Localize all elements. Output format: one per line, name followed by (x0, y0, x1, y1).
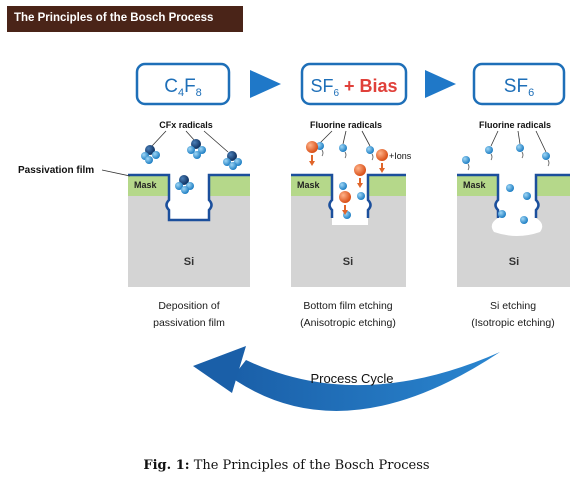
gas-sf6-b-sub: 6 (528, 87, 534, 99)
stage-deposition: CFx radicals Mask Si Pas (18, 120, 250, 287)
svg-text:C4F8: C4F8 (164, 76, 202, 99)
fluorine-radical (339, 182, 347, 190)
cfx-molecule (223, 151, 242, 170)
fluorine-radical (542, 152, 550, 167)
si-label-3: Si (509, 256, 519, 268)
step-arrow-1 (250, 70, 281, 98)
gas-sf6-a: SF (310, 76, 333, 96)
svg-text:SF6: SF6 (504, 76, 534, 99)
si-label-1: Si (184, 256, 194, 268)
stage-bottom-etching: Fluorine radicals Mask Si +Ions (291, 120, 412, 287)
gas-c4f8-sub4: 4 (178, 87, 184, 99)
ion (306, 141, 318, 166)
fluorine-radical (357, 192, 365, 200)
gas-c4f8-sub8: 8 (196, 87, 202, 99)
ion (354, 164, 366, 188)
caption-prefix: Fig. 1: (143, 458, 190, 473)
stage-1-line-1: Deposition of (158, 300, 220, 312)
header-bar (7, 6, 243, 32)
stage-3-line-1: Si etching (489, 300, 537, 312)
stage-2-line-1: Bottom film etching (303, 300, 393, 312)
mask-label-2: Mask (297, 180, 321, 190)
caption-text: The Principles of the Bosch Process (193, 458, 430, 473)
ion (339, 191, 351, 215)
figure-caption: Fig. 1: The Principles of the Bosch Proc… (0, 458, 573, 473)
gas-box-sf6: SF6 (472, 62, 566, 106)
stage-3-line-2: (Isotropic etching) (471, 317, 555, 329)
stage-description-2: Bottom film etching (Anisotropic etching… (283, 298, 413, 332)
bias-label: + Bias (339, 76, 398, 96)
fluorine-radical (520, 216, 528, 224)
cfx-radicals-label: CFx radicals (159, 120, 213, 130)
mask-label-1: Mask (134, 180, 158, 190)
fluorine-radical (316, 142, 324, 157)
cfx-molecule (141, 145, 160, 164)
stage-1-line-2: passivation film (153, 317, 225, 329)
process-cycle-label: Process Cycle (310, 371, 393, 386)
cfx-molecule (187, 139, 206, 159)
mask-label-3: Mask (463, 180, 487, 190)
fluorine-radical (462, 156, 470, 171)
gas-c4f8-f: F (184, 76, 196, 97)
ion (376, 149, 388, 173)
stage-2-line-2: (Anisotropic etching) (300, 317, 396, 329)
gas-box-sf6-bias: SF6 + Bias (300, 62, 408, 106)
fluorine-radical (523, 192, 531, 200)
stage-description-3: Si etching (Isotropic etching) (453, 298, 573, 332)
svg-text:SF6 + Bias: SF6 + Bias (310, 76, 397, 99)
step-arrow-2 (425, 70, 456, 98)
fluorine-radical (339, 144, 347, 159)
fluorine-radicals-label-1: Fluorine radicals (310, 120, 382, 130)
gas-box-c4f8: C4F8 (135, 62, 231, 106)
stage-description-1: Deposition of passivation film (128, 298, 250, 332)
si-label-2: Si (343, 256, 353, 268)
fluorine-radical (498, 210, 506, 218)
fluorine-radical (485, 146, 493, 161)
gas-sf6-b: SF (504, 76, 528, 97)
fluorine-radical (506, 184, 514, 192)
process-cycle-arrow (193, 346, 500, 411)
fluorine-radicals-label-2: Fluorine radicals (479, 120, 551, 130)
cfx-molecule (175, 175, 194, 194)
fluorine-radical (366, 146, 374, 161)
stage-si-etching: Fluorine radicals Mask Si (457, 120, 570, 287)
gas-c4f8-c: C (164, 76, 178, 97)
ions-label: +Ions (389, 151, 412, 161)
header-title: The Principles of the Bosch Process (14, 12, 214, 24)
gas-sf6-a-sub: 6 (333, 88, 339, 99)
passivation-film-label: Passivation film (18, 165, 94, 176)
fluorine-radical (516, 144, 524, 159)
